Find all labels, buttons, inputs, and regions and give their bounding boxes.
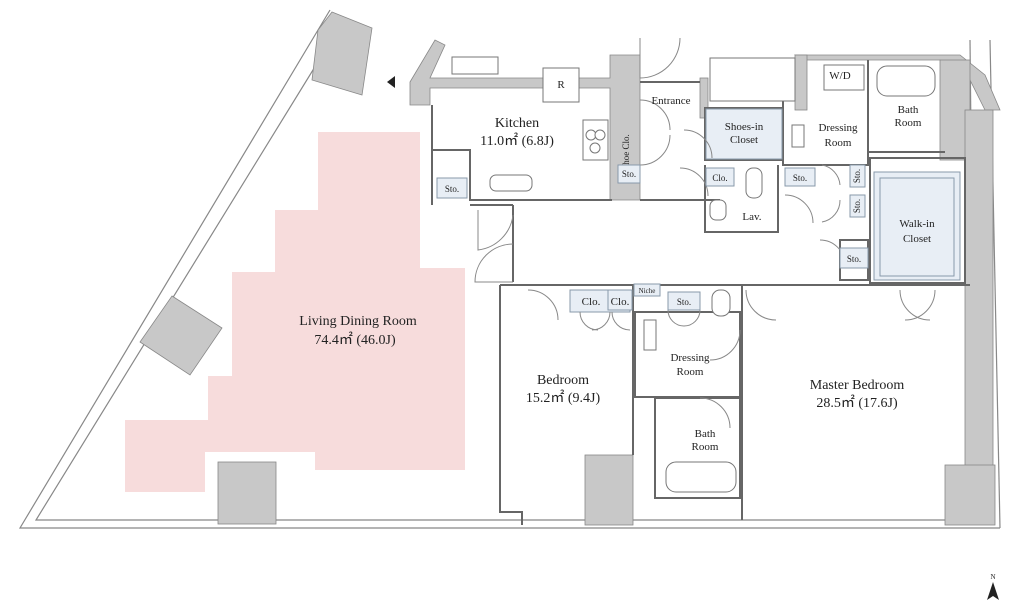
bedroom-area: 15.2㎡ (9.4J) (526, 390, 601, 406)
closet-label-bedroom-1: Clo. (582, 296, 601, 308)
storage-label-vertical-2: Sto. (852, 199, 862, 213)
closets (569, 108, 961, 313)
closet-label-lav: Clo. (712, 173, 727, 183)
door-swings (474, 37, 936, 429)
storage-label-entrance: Sto. (622, 169, 636, 179)
master-bedroom-area: 28.5㎡ (17.6J) (816, 395, 898, 411)
shoes-closet-label-2: Closet (730, 134, 758, 146)
walls (139, 11, 1001, 526)
dressing-room-2-label-2: Room (677, 366, 704, 378)
kitchen-name: Kitchen (495, 116, 539, 131)
entrance-arrow-icon (387, 76, 395, 88)
refrigerator-label: R (557, 79, 565, 91)
walkin-detail (879, 177, 955, 277)
dressing-room-1-label-1: Dressing (818, 122, 858, 134)
walkin-closet-label-1: Walk-in (899, 218, 935, 230)
washer-dryer-label: W/D (829, 70, 850, 82)
compass-icon: N (987, 573, 999, 600)
storage-label-corridor: Sto. (847, 254, 861, 264)
closet-label-bedroom-2: Clo. (611, 296, 630, 308)
bedroom-name: Bedroom (537, 373, 589, 388)
master-bedroom-name: Master Bedroom (810, 378, 905, 393)
storage-label-dressing-2: Sto. (677, 297, 691, 307)
kitchen-area: 11.0㎡ (6.8J) (480, 133, 554, 149)
storage-label-kitchen: Sto. (445, 184, 459, 194)
dressing-room-2-label-1: Dressing (670, 352, 710, 364)
storage-boxes (436, 164, 869, 311)
fixtures (451, 56, 936, 493)
bath-room-1-label-1: Bath (898, 104, 919, 116)
entrance-label: Entrance (651, 95, 690, 107)
bath-room-2-label-1: Bath (695, 428, 716, 440)
living-dining-area (125, 132, 465, 492)
bath-room-1-label-2: Room (895, 117, 922, 129)
dressing-room-1-label-2: Room (825, 137, 852, 149)
lavatory-label: Lav. (742, 211, 761, 223)
niche-label: Niche (639, 287, 656, 295)
living-room-name: Living Dining Room (299, 314, 417, 329)
walkin-closet-label-2: Closet (903, 233, 931, 245)
storage-label-vertical-1: Sto. (852, 169, 862, 183)
compass-north-label: N (990, 573, 995, 581)
storage-label-dressing: Sto. (793, 173, 807, 183)
shoes-closet-label-1: Shoes-in (725, 121, 764, 133)
bath-room-2-label-2: Room (692, 441, 719, 453)
shoe-closet-label: Shoe Clo. (621, 134, 631, 170)
living-room-area: 74.4㎡ (46.0J) (314, 332, 396, 348)
